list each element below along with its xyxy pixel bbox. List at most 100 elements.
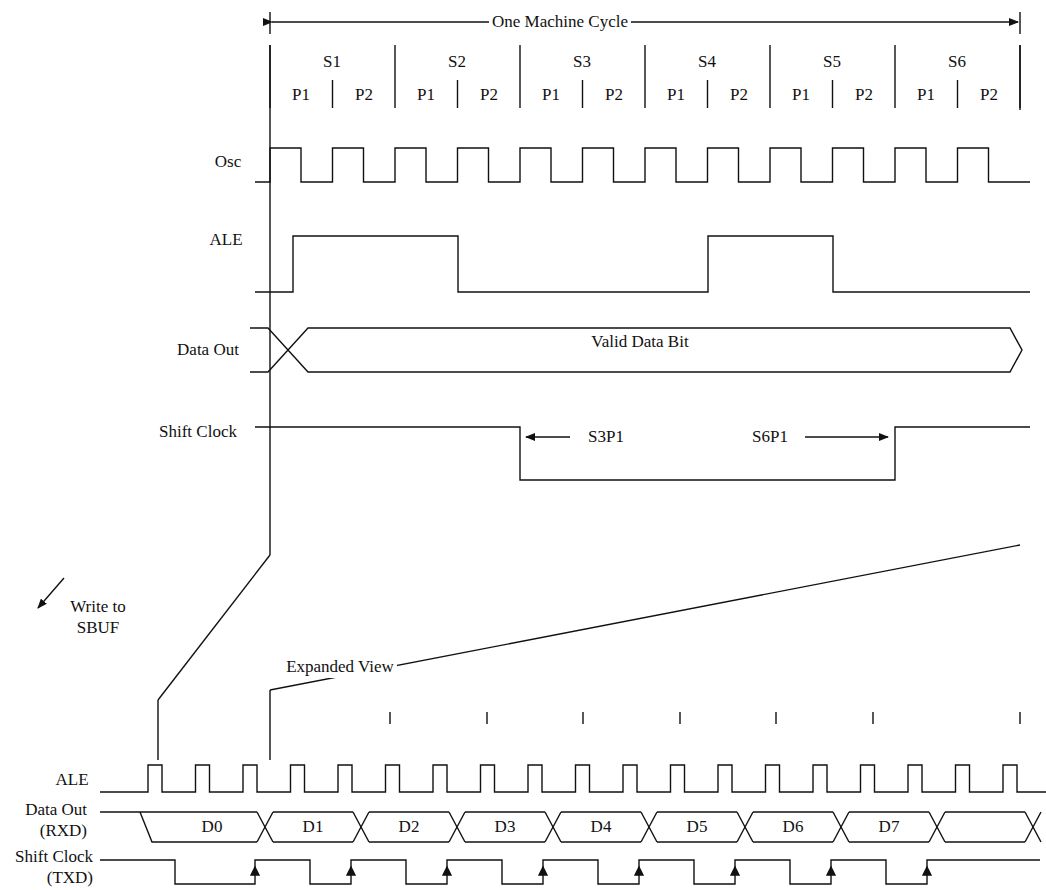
data-note: Valid Data Bit (591, 331, 688, 352)
data-edge (465, 841, 545, 842)
data-wave (250, 328, 1022, 372)
phase-name: P2 (980, 84, 998, 105)
data-cross (353, 812, 369, 842)
data-edge (561, 811, 641, 812)
osc-wave (255, 148, 1030, 182)
scale-tick (872, 712, 873, 724)
scale-tick (775, 712, 776, 724)
rise-arrow (539, 867, 547, 875)
data-cross (833, 812, 849, 842)
data-cross (257, 812, 273, 842)
pin-name: Data Out (RXD) (3, 799, 87, 842)
span-tick (1019, 12, 1020, 34)
data-cross (449, 812, 465, 842)
span-arrow (272, 21, 1018, 22)
state-divider (269, 45, 270, 108)
data-cross (545, 812, 561, 842)
data-edge (369, 841, 449, 842)
timing-note: S3P1 (585, 426, 627, 447)
event-note: Write to SBUF (60, 596, 136, 639)
phase-divider (832, 80, 833, 108)
data-edge (945, 811, 1025, 812)
state-name: S1 (323, 51, 341, 72)
rise-arrow (635, 867, 643, 875)
rise-arrow (923, 867, 931, 875)
data-cross (929, 812, 945, 842)
data-bit: D3 (495, 816, 516, 837)
data-bit: D0 (202, 816, 223, 837)
phase-name: P1 (542, 84, 560, 105)
expand-line (157, 700, 158, 760)
phase-name: P1 (417, 84, 435, 105)
data-edge (849, 811, 929, 812)
signal-name: Shift Clock (159, 421, 237, 442)
state-divider (644, 45, 645, 108)
data-cross (353, 812, 369, 842)
state-divider (1019, 45, 1020, 108)
state-divider (769, 45, 770, 108)
scale-tick (679, 712, 680, 724)
data-cross (641, 812, 657, 842)
cycle-boundary (1019, 45, 1020, 110)
phase-divider (707, 80, 708, 108)
shift-clock-wave (255, 427, 1030, 480)
data-edge (465, 811, 545, 812)
data-cross (1025, 812, 1041, 842)
ale-wave (255, 236, 1030, 292)
data-bit: D5 (687, 816, 708, 837)
data-cross (257, 812, 273, 842)
state-name: S5 (823, 51, 841, 72)
expand-line (158, 555, 270, 700)
s3p1-arrow (526, 436, 570, 437)
signal-name: ALE (55, 769, 88, 790)
timing-note: S6P1 (749, 426, 791, 447)
data-edge (849, 841, 929, 842)
data-edge (140, 812, 257, 842)
cycle-boundary (269, 45, 270, 555)
phase-name: P1 (667, 84, 685, 105)
data-edge (945, 841, 1025, 842)
data-edge (561, 841, 641, 842)
phase-name: P1 (917, 84, 935, 105)
data-cross (449, 812, 465, 842)
s6p1-arrow (805, 436, 888, 437)
rise-arrow (251, 867, 259, 875)
data-cross (1025, 812, 1041, 842)
data-bit: D1 (303, 816, 324, 837)
scale-tick (486, 712, 487, 724)
rise-arrow (827, 867, 835, 875)
data-edge (100, 811, 257, 812)
state-divider (894, 45, 895, 108)
data-edge (273, 841, 353, 842)
view-note: Expanded View (283, 656, 397, 677)
expand-line (269, 690, 270, 760)
data-cross (737, 812, 753, 842)
data-bit: D7 (879, 816, 900, 837)
signal-name: Data Out (177, 339, 239, 360)
data-bit: D4 (591, 816, 612, 837)
data-cross (545, 812, 561, 842)
phase-name: P2 (855, 84, 873, 105)
state-name: S4 (698, 51, 716, 72)
phase-name: P2 (480, 84, 498, 105)
phase-divider (582, 80, 583, 108)
span-tick (269, 12, 270, 34)
data-edge (753, 841, 833, 842)
data-cross (737, 812, 753, 842)
scale-tick (389, 712, 390, 724)
phase-name: P2 (605, 84, 623, 105)
data-cross (641, 812, 657, 842)
data-edge (273, 811, 353, 812)
data-edge (657, 811, 737, 812)
data-edge (657, 841, 737, 842)
state-divider (519, 45, 520, 108)
phase-name: P2 (730, 84, 748, 105)
cycle-title: One Machine Cycle (489, 11, 631, 32)
scale-tick (582, 712, 583, 724)
expand-line (270, 545, 1020, 690)
phase-name: P2 (355, 84, 373, 105)
signal-name: Osc (215, 151, 241, 172)
data-edge (369, 811, 449, 812)
